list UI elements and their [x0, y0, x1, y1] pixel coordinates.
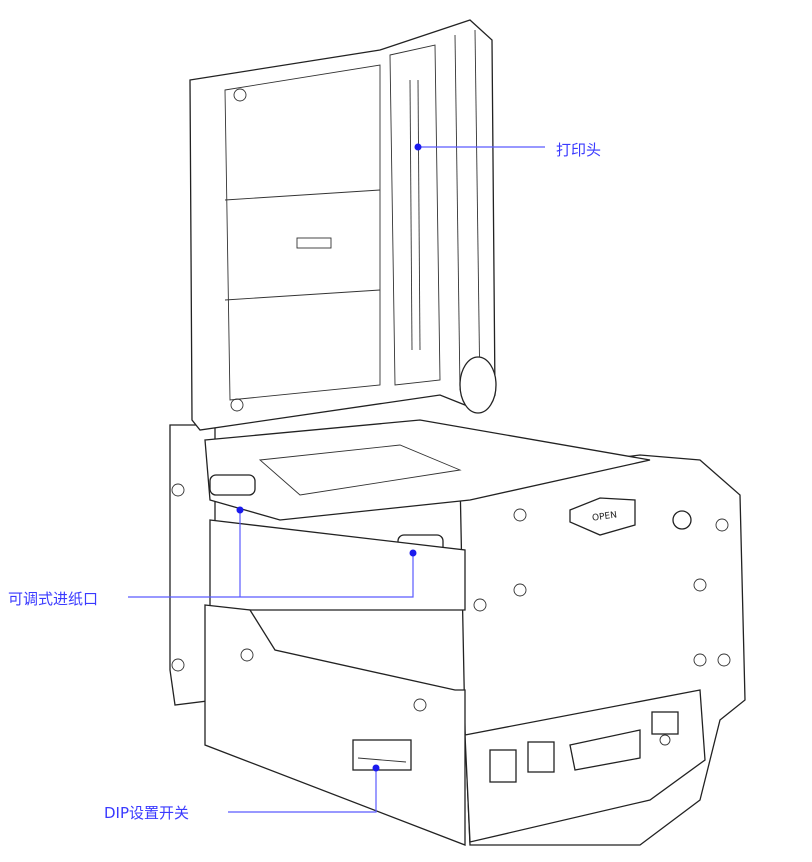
serial-connector: [569, 729, 641, 771]
power-connector: [489, 749, 517, 783]
callout-label-dip-switch: DIP设置开关: [104, 804, 190, 822]
callout-line-dip-switch: [228, 768, 377, 813]
knob-screw: [672, 510, 692, 530]
callout-line-paper-inlet: [128, 553, 414, 598]
mid-body: [209, 519, 466, 611]
inlet-guide-left: [209, 474, 256, 496]
print-head-bar: [389, 44, 441, 386]
lid-inner: [224, 64, 381, 401]
paper-deck: [204, 419, 651, 521]
feed-knob: [459, 356, 497, 414]
dip-switch-body: [352, 739, 412, 771]
print-lid: [189, 19, 496, 431]
open-button-text: OPEN: [592, 510, 618, 523]
callout-label-print-head: 打印头: [556, 141, 602, 159]
usb-connector: [527, 741, 555, 773]
callout-label-paper-inlet: 可调式进纸口: [8, 590, 99, 608]
open-button[interactable]: [569, 497, 636, 536]
small-connector: [651, 711, 679, 735]
front-cover: [204, 604, 466, 846]
screws: [171, 88, 731, 746]
